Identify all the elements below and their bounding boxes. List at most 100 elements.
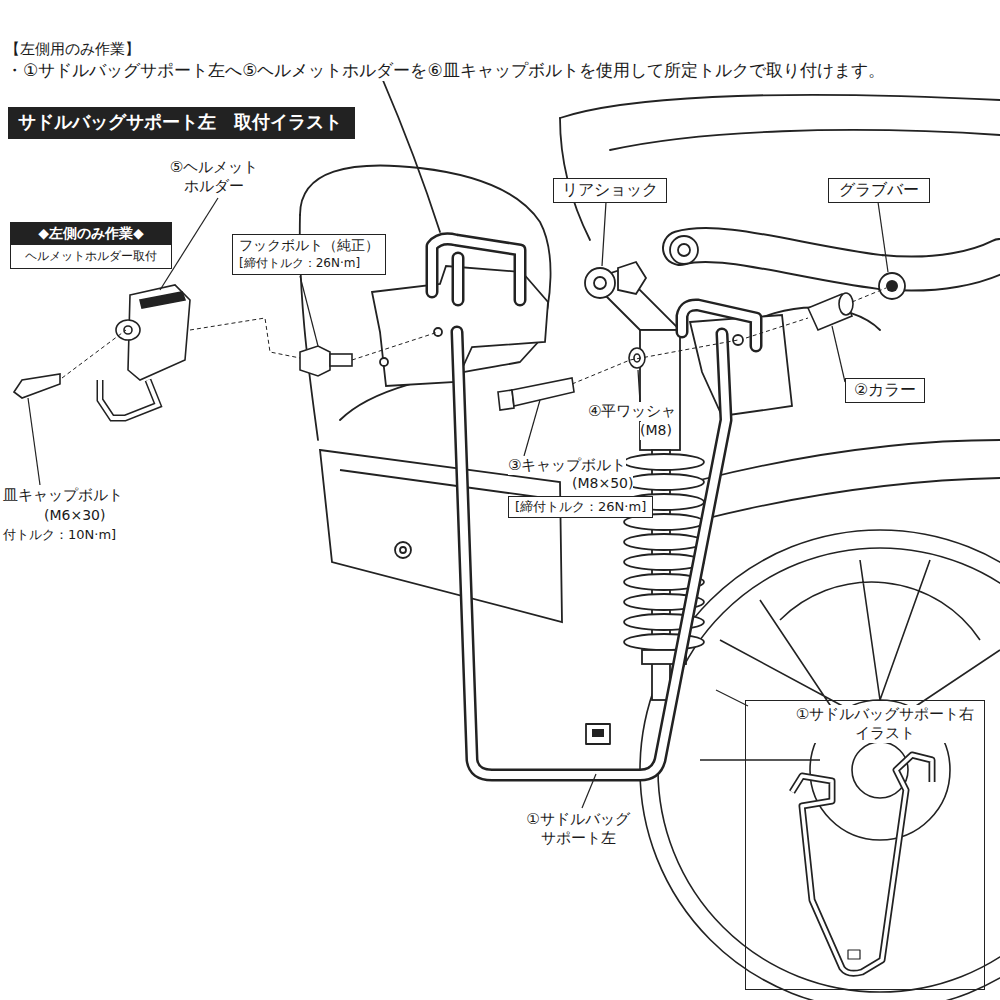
- node-heading: フックボルト（純正）: [239, 237, 379, 255]
- support-plates: [434, 328, 442, 336]
- part-box: グラブバー: [828, 178, 930, 203]
- node-heading: ①サドルバッグサポート右 イラスト: [790, 705, 980, 743]
- note-box: ◆左側のみ作業◆ヘルメットホルダー取付: [10, 222, 172, 269]
- saddlebag-support-right-inset: [792, 755, 932, 973]
- grab-bar: [678, 244, 690, 256]
- body-outline: [382, 78, 440, 232]
- part-label: ①サドルバッグ サポート左: [520, 810, 636, 848]
- leader-line: [28, 198, 888, 808]
- part-label: (M6×30): [44, 507, 105, 525]
- support-plates: [690, 315, 792, 416]
- axis-line: [62, 288, 886, 384]
- saddlebag-support-left: [457, 332, 726, 775]
- part-label: (M8): [640, 422, 672, 440]
- leader-line: [28, 398, 40, 485]
- grab-bar: [879, 273, 905, 299]
- saddlebag-support-left: [432, 239, 520, 300]
- support-plates: [380, 358, 388, 366]
- grab-bar: [670, 236, 1000, 299]
- leader-line: [582, 774, 596, 808]
- rear-wheel: [658, 548, 1000, 992]
- fasteners: [629, 348, 645, 368]
- saddlebag-support-left: [454, 258, 462, 300]
- axis-line: [746, 318, 808, 338]
- grab-bar: [680, 245, 1000, 274]
- helmet-holder: [100, 285, 190, 418]
- part-label: 皿キャップボルト: [3, 486, 123, 505]
- saddlebag-support-left: [682, 305, 756, 346]
- saddlebag-support-left: [457, 332, 726, 775]
- body-outline: [700, 478, 1000, 520]
- leader-line: [300, 276, 318, 346]
- axis-line: [572, 340, 738, 384]
- saddlebag-support-left: [592, 729, 604, 737]
- node-heading: ◆左側のみ作業◆: [11, 223, 171, 245]
- axis-line: [352, 332, 438, 360]
- leader-line: [832, 326, 845, 382]
- grab-bar: [886, 280, 898, 292]
- part-label: ④平ワッシャ: [588, 402, 676, 421]
- fasteners: [839, 293, 853, 315]
- body-outline: [560, 95, 1000, 118]
- helmet-holder: [140, 292, 185, 308]
- rear-shock: [624, 474, 704, 490]
- node-heading: サドルバッグサポート左 取付イラスト: [18, 110, 345, 134]
- saddlebag-support-right-inset: [792, 755, 932, 973]
- fasteners: [808, 294, 852, 330]
- fasteners: [330, 354, 352, 366]
- grab-bar: [670, 236, 698, 264]
- torque-box: [締付トルク：26N·m]: [508, 496, 653, 518]
- title-band: サドルバッグサポート左 取付イラスト: [8, 107, 355, 139]
- leader-line: [878, 202, 888, 272]
- part-label: ⑤ヘルメット ホルダー: [164, 158, 264, 196]
- rear-shock: [585, 268, 615, 298]
- part-label: 付トルク：10N·m]: [3, 527, 116, 543]
- node-heading: ②カラー: [854, 380, 916, 401]
- axis-line: [852, 288, 886, 302]
- saddlebag-support-right-inset: [848, 950, 860, 959]
- node-text: [締付トルク：26N·m]: [239, 255, 379, 272]
- saddlebag-support-left: [452, 258, 465, 300]
- rear-shock: [640, 330, 680, 450]
- part-box: リアショック: [553, 178, 667, 203]
- rear-shock: [594, 277, 606, 289]
- muffler: [320, 450, 562, 622]
- rear-shock: [618, 262, 646, 294]
- muffler: [320, 450, 562, 622]
- saddlebag-support-left: [586, 724, 610, 744]
- body-outline: [700, 440, 1000, 480]
- body-outline: [300, 78, 1000, 520]
- fasteners: [300, 346, 330, 376]
- saddlebag-support-left: [682, 305, 756, 346]
- support-plates: [733, 335, 743, 345]
- node-heading: [締付トルク：26N·m]: [515, 498, 646, 516]
- leader-line: [602, 202, 606, 266]
- muffler: [395, 542, 411, 558]
- saddlebag-support-left: [432, 239, 756, 775]
- axis-line: [190, 318, 300, 358]
- leader-line: [716, 690, 748, 706]
- part-box: ②カラー: [845, 378, 925, 403]
- fasteners: [512, 378, 574, 406]
- part-label: ③キャップボルト: [508, 456, 626, 475]
- leader-line: [524, 400, 540, 456]
- helmet-holder: [116, 320, 140, 340]
- node-text: ヘルメットホルダー取付: [11, 245, 171, 268]
- body-outline: [610, 130, 1000, 150]
- muffler: [400, 547, 406, 553]
- leader-line: [638, 370, 640, 402]
- saddlebag-support-right-inset: [792, 755, 932, 973]
- saddlebag-support-left: [432, 239, 520, 300]
- grab-bar: [680, 245, 1000, 274]
- part-label: ・①サドルバッグサポート左へ⑤ヘルメットホルダーを⑥皿キャップボルトを使用して所…: [6, 60, 885, 81]
- part-label: 【左側用のみ作業】: [5, 40, 140, 59]
- fasteners: [14, 374, 60, 398]
- node-heading: グラブバー: [839, 180, 919, 201]
- node-heading: リアショック: [562, 180, 658, 201]
- rear-shock: [624, 634, 704, 650]
- part-box: フックボルト（純正）[締付トルク：26N·m]: [232, 234, 386, 275]
- helmet-holder: [100, 380, 158, 418]
- rear-shock: [624, 454, 704, 470]
- inset-box: ①サドルバッグサポート右 イラスト: [745, 700, 985, 990]
